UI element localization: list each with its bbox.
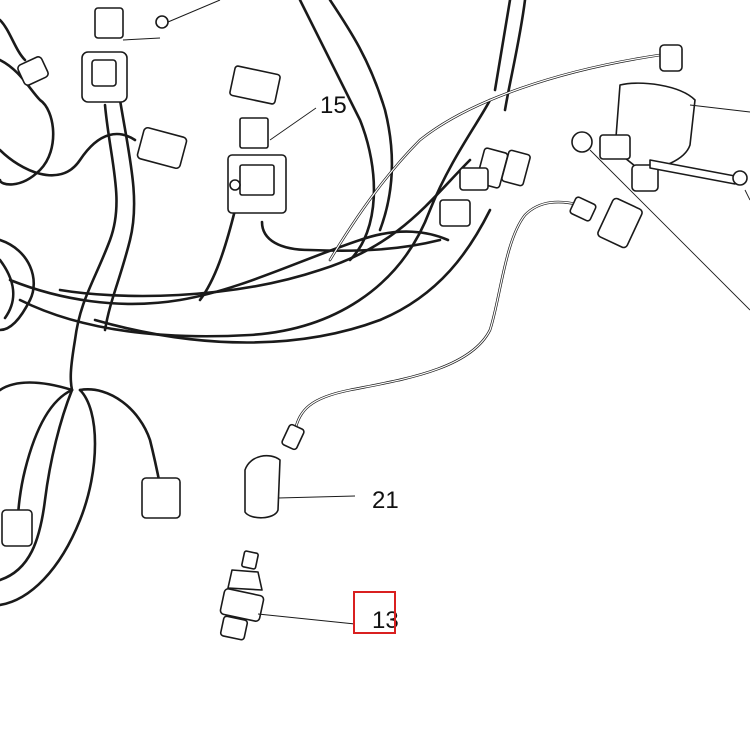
wire-highlights [294, 54, 661, 431]
multi-connector-right [439, 147, 531, 227]
spark-plug [219, 550, 265, 641]
callout-15: 15 [320, 92, 347, 119]
spark-plug-cap [244, 196, 643, 519]
callout-21: 21 [372, 487, 399, 514]
callout-leaders [257, 495, 356, 625]
fuse-holder [227, 65, 317, 214]
lower-connectors [1, 477, 181, 547]
highlight-box [353, 591, 396, 634]
top-left-connector [81, 0, 221, 103]
small-connector-left [17, 56, 188, 170]
ignition-coil [571, 44, 750, 311]
